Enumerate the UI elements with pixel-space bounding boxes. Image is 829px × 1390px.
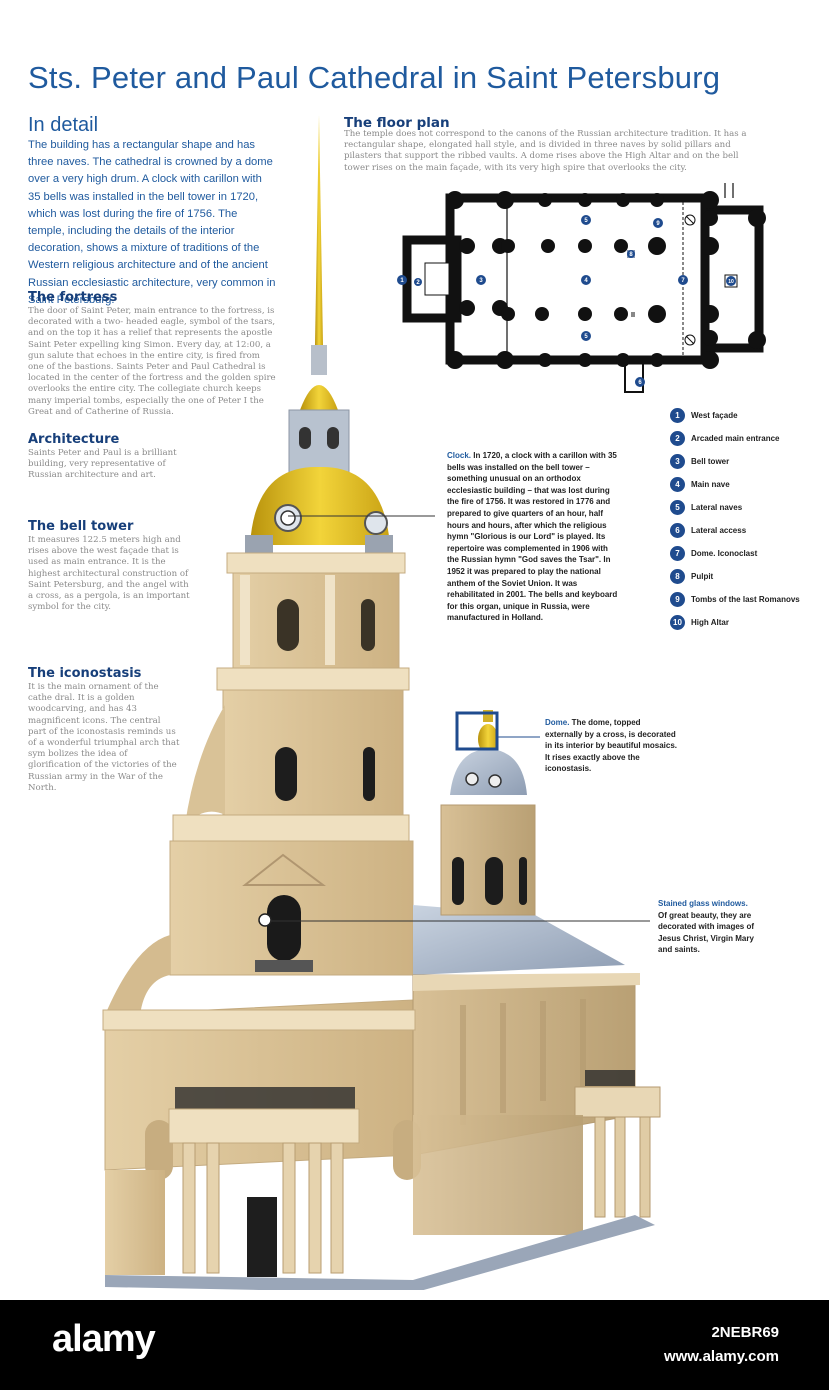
cathedral-illustration	[102, 115, 661, 1290]
floor-plan-diagram: 1 2 3 4 5 5 6 7 8 9 10	[397, 183, 766, 393]
callout-lines	[270, 515, 650, 922]
dome-highlight-box	[455, 711, 499, 751]
legend-number: 4	[670, 476, 685, 492]
legend-item: 10 High Altar	[670, 614, 729, 630]
windows-callout: Stained glass windows. Of great beauty, t…	[658, 898, 768, 956]
legend-label: Pulpit	[691, 571, 714, 581]
cathedral-roof	[413, 905, 625, 975]
legend-number: 3	[670, 453, 685, 469]
plan-marker: 4	[584, 278, 588, 284]
page-title: Sts. Peter and Paul Cathedral in Saint P…	[28, 60, 721, 95]
plan-marker: 2	[416, 280, 420, 286]
dome-callout-text: The dome, topped externally by a cross, …	[545, 718, 678, 774]
plan-marker: 10	[728, 279, 734, 285]
legend-item: 9 Tombs of the last Romanovs	[670, 591, 800, 607]
iconostasis-heading: The iconostasis	[28, 666, 142, 681]
legend-label: Lateral access	[691, 525, 747, 535]
image-id: 2NEBR69	[711, 1324, 779, 1341]
legend-number: 6	[670, 522, 685, 538]
plan-marker: 8	[629, 252, 633, 258]
dome-lantern	[478, 724, 498, 754]
clock-callout-text: In 1720, a clock with a carillon with 35…	[447, 451, 618, 623]
spire-gold-cap	[300, 385, 338, 410]
legend-number: 9	[670, 591, 685, 607]
plan-number-markers: 1 2 3 4 5 5 6 7 8 9 10	[397, 215, 736, 387]
plan-marker: 6	[638, 380, 642, 386]
windows-pointer-dot	[258, 913, 272, 927]
plan-marker: 5	[584, 334, 588, 340]
architecture-text: Saints Peter and Paul is a brilliant bui…	[28, 448, 177, 481]
legend-number: 7	[670, 545, 685, 561]
legend-label: Arcaded main entrance	[691, 433, 780, 443]
legend-label: Tombs of the last Romanovs	[691, 594, 800, 604]
legend-item: 8 Pulpit	[670, 568, 713, 584]
legend-label: Lateral naves	[691, 502, 743, 512]
legend-label: High Altar	[691, 617, 729, 627]
alamy-url: www.alamy.com	[663, 1348, 779, 1365]
in-detail-text: The building has a rectangular shape and…	[28, 139, 276, 306]
legend-item: 4 Main nave	[670, 476, 730, 492]
legend-item: 6 Lateral access	[670, 522, 746, 538]
legend-label: Bell tower	[691, 456, 730, 466]
legend-label: Main nave	[691, 479, 730, 489]
legend-label: West façade	[691, 410, 738, 420]
legend-item: 3 Bell tower	[670, 453, 729, 469]
plan-apse-wall	[700, 205, 764, 353]
plan-marker: 5	[584, 218, 588, 224]
floor-plan-heading: The floor plan	[344, 115, 450, 131]
legend-item: 5 Lateral naves	[670, 499, 742, 515]
legend-number: 5	[670, 499, 685, 515]
bell-tower-text: It measures 122.5 meters high and rises …	[28, 535, 190, 613]
plan-marker: 1	[400, 278, 404, 284]
clock-callout: Clock. In 1720, a clock with a carillon …	[447, 450, 622, 624]
bell-tower-heading: The bell tower	[28, 519, 134, 534]
fortress-heading: The fortress	[28, 290, 118, 305]
iconostasis-text: It is the main ornament of the cathe dra…	[28, 682, 180, 793]
watermark-footer	[0, 1300, 829, 1390]
golden-spire	[315, 115, 323, 345]
architecture-heading: Architecture	[28, 432, 120, 447]
fortress-text: The door of Saint Peter, main entrance t…	[28, 306, 276, 417]
west-window	[267, 895, 301, 961]
legend-item: 7 Dome. Iconoclast	[670, 545, 757, 561]
plan-marker: 7	[681, 278, 685, 284]
plan-marker: 3	[479, 278, 483, 284]
plan-marker: 9	[656, 221, 660, 227]
floor-plan-text: The temple does not correspond to the ca…	[344, 129, 747, 173]
in-detail-heading: In detail	[28, 114, 99, 136]
windows-callout-text: Of great beauty, they are decorated with…	[658, 910, 755, 955]
dome-callout: Dome. The dome, topped externally by a c…	[545, 717, 680, 775]
dome-callout-title: Dome.	[545, 718, 570, 727]
clock-callout-title: Clock.	[447, 451, 472, 460]
legend-item: 2 Arcaded main entrance	[670, 430, 779, 446]
legend-label: Dome. Iconoclast	[691, 548, 758, 558]
alamy-logo: alamy	[52, 1318, 156, 1360]
plan-pillars	[501, 210, 719, 346]
windows-callout-title: Stained glass windows.	[658, 899, 748, 908]
legend-number: 8	[670, 568, 685, 584]
legend-number: 1	[670, 407, 685, 423]
legend-item: 1 West façade	[670, 407, 738, 423]
legend-number: 2	[670, 430, 685, 446]
legend-number: 10	[670, 614, 685, 630]
